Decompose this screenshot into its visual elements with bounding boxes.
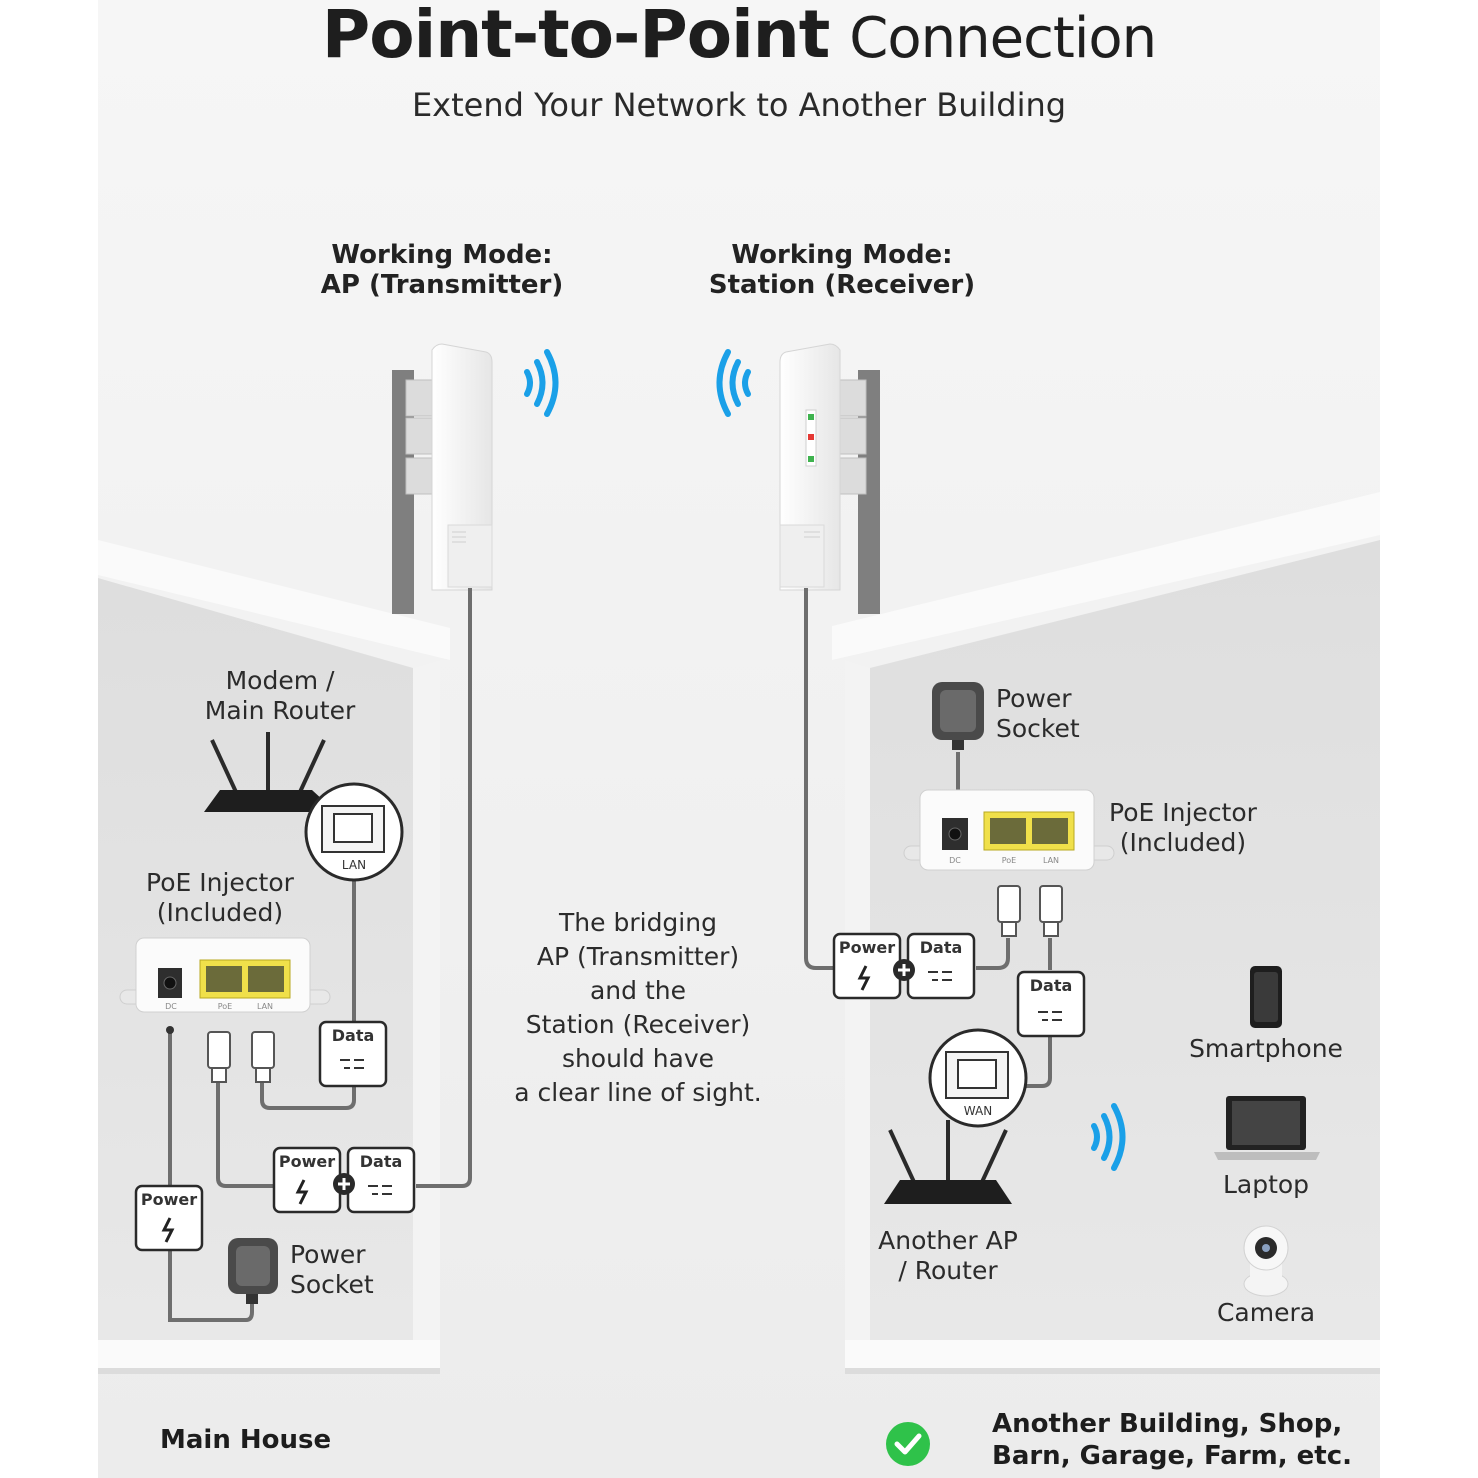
lan-port-zoom [304, 782, 404, 882]
note-line: Station (Receiver) [525, 1010, 751, 1039]
station-receiver-antenna [779, 343, 880, 614]
smartphone-icon [1250, 966, 1282, 1028]
ap-transmitter-antenna [392, 343, 493, 614]
camera-label: Camera [1216, 1298, 1316, 1327]
station-mode-line1: Working Mode: [731, 240, 953, 270]
power-box-label: Power [278, 1152, 336, 1171]
check-icon [886, 1422, 930, 1466]
data-box-icon [318, 1020, 388, 1088]
dc-port-label: DC [949, 856, 961, 865]
page-title: Point-to-Point Connection [0, 2, 1478, 72]
power-adapter-icon [228, 1238, 278, 1304]
power-socket-line1: Power [996, 684, 1072, 713]
router-line2: / Router [898, 1256, 998, 1285]
lan-small-port-label: LAN [256, 1002, 274, 1011]
poe-port-label: PoE [1001, 856, 1017, 865]
power-socket-label: Power Socket [996, 684, 1096, 744]
wifi-signal-icon [716, 349, 751, 417]
note-line: should have [561, 1044, 715, 1073]
another-ap-router-label: Another AP / Router [862, 1226, 1034, 1286]
data-box-label: Data [919, 938, 963, 957]
smartphone-label: Smartphone [1189, 1034, 1343, 1063]
lan-small-port-label: LAN [1042, 856, 1060, 865]
ap-mode-line2: AP (Transmitter) [320, 270, 564, 300]
wan-port-zoom [928, 1028, 1028, 1128]
power-socket-line2: Socket [290, 1270, 374, 1299]
dc-port-label: DC [165, 1002, 177, 1011]
ethernet-cables-main [168, 588, 472, 1322]
ap-mode-line1: Working Mode: [331, 240, 553, 270]
another-building-line2: Barn, Garage, Farm, etc. [992, 1441, 1353, 1471]
lan-port-label: LAN [341, 858, 367, 872]
line-of-sight-note: The bridging AP (Transmitter) and the St… [500, 906, 776, 1110]
another-building-line1: Another Building, Shop, [992, 1409, 1343, 1439]
power-socket-label: Power Socket [290, 1240, 380, 1300]
main-house-label: Main House [160, 1425, 332, 1455]
poe-injector-remote [903, 789, 1115, 871]
wan-port-label: WAN [963, 1104, 993, 1118]
ap-mode-label: Working Mode: AP (Transmitter) [292, 240, 592, 300]
note-line: and the [589, 976, 686, 1005]
power-box-label: Power [140, 1190, 198, 1209]
data-box-icon [1016, 970, 1086, 1038]
wifi-signal-icon [1091, 1103, 1126, 1171]
rj45-connector-icon [207, 1031, 275, 1083]
station-mode-line2: Station (Receiver) [708, 270, 976, 300]
poe-line1: PoE Injector [146, 868, 294, 897]
poe-injector-main [119, 937, 331, 1013]
laptop-label: Laptop [1222, 1170, 1310, 1199]
modem-router-device [204, 732, 336, 812]
power-socket-line1: Power [290, 1240, 366, 1269]
laptop-icon [1214, 1096, 1320, 1160]
title-light: Connection [849, 6, 1157, 71]
data-box-label: Data [1029, 976, 1073, 995]
title-strong: Point-to-Point [321, 0, 830, 73]
poe-injector-label: PoE Injector (Included) [120, 868, 320, 928]
data-box-label: Data [331, 1026, 375, 1045]
note-line: a clear line of sight. [514, 1078, 762, 1107]
power-socket-line2: Socket [996, 714, 1080, 743]
note-line: The bridging [559, 908, 717, 937]
another-building-label: Another Building, Shop, Barn, Garage, Fa… [992, 1408, 1352, 1472]
power-adapter-icon [932, 682, 984, 750]
poe-port-label: PoE [217, 1002, 233, 1011]
router-line1: Another AP [878, 1226, 1018, 1255]
power-data-combined-box [272, 1146, 416, 1214]
poe-line1: PoE Injector [1109, 798, 1257, 827]
rj45-connector-icon [997, 885, 1063, 937]
power-box-icon [134, 1184, 204, 1252]
ethernet-cables-remote [804, 588, 1052, 1088]
camera-icon [1243, 1225, 1289, 1297]
modem-router-line1: Modem / [225, 666, 335, 695]
another-ap-router-device [884, 1120, 1012, 1204]
data-box-label: Data [359, 1152, 403, 1171]
station-mode-label: Working Mode: Station (Receiver) [692, 240, 992, 300]
wifi-signal-icon [524, 349, 559, 417]
poe-injector-label: PoE Injector (Included) [1108, 798, 1258, 858]
modem-router-label: Modem / Main Router [180, 666, 380, 726]
power-data-combined-box [832, 932, 976, 1000]
poe-line2: (Included) [156, 898, 284, 927]
page-subtitle: Extend Your Network to Another Building [411, 86, 1067, 124]
power-box-label: Power [838, 938, 896, 957]
note-line: AP (Transmitter) [536, 942, 740, 971]
modem-router-line2: Main Router [204, 696, 356, 725]
poe-line2: (Included) [1119, 828, 1247, 857]
